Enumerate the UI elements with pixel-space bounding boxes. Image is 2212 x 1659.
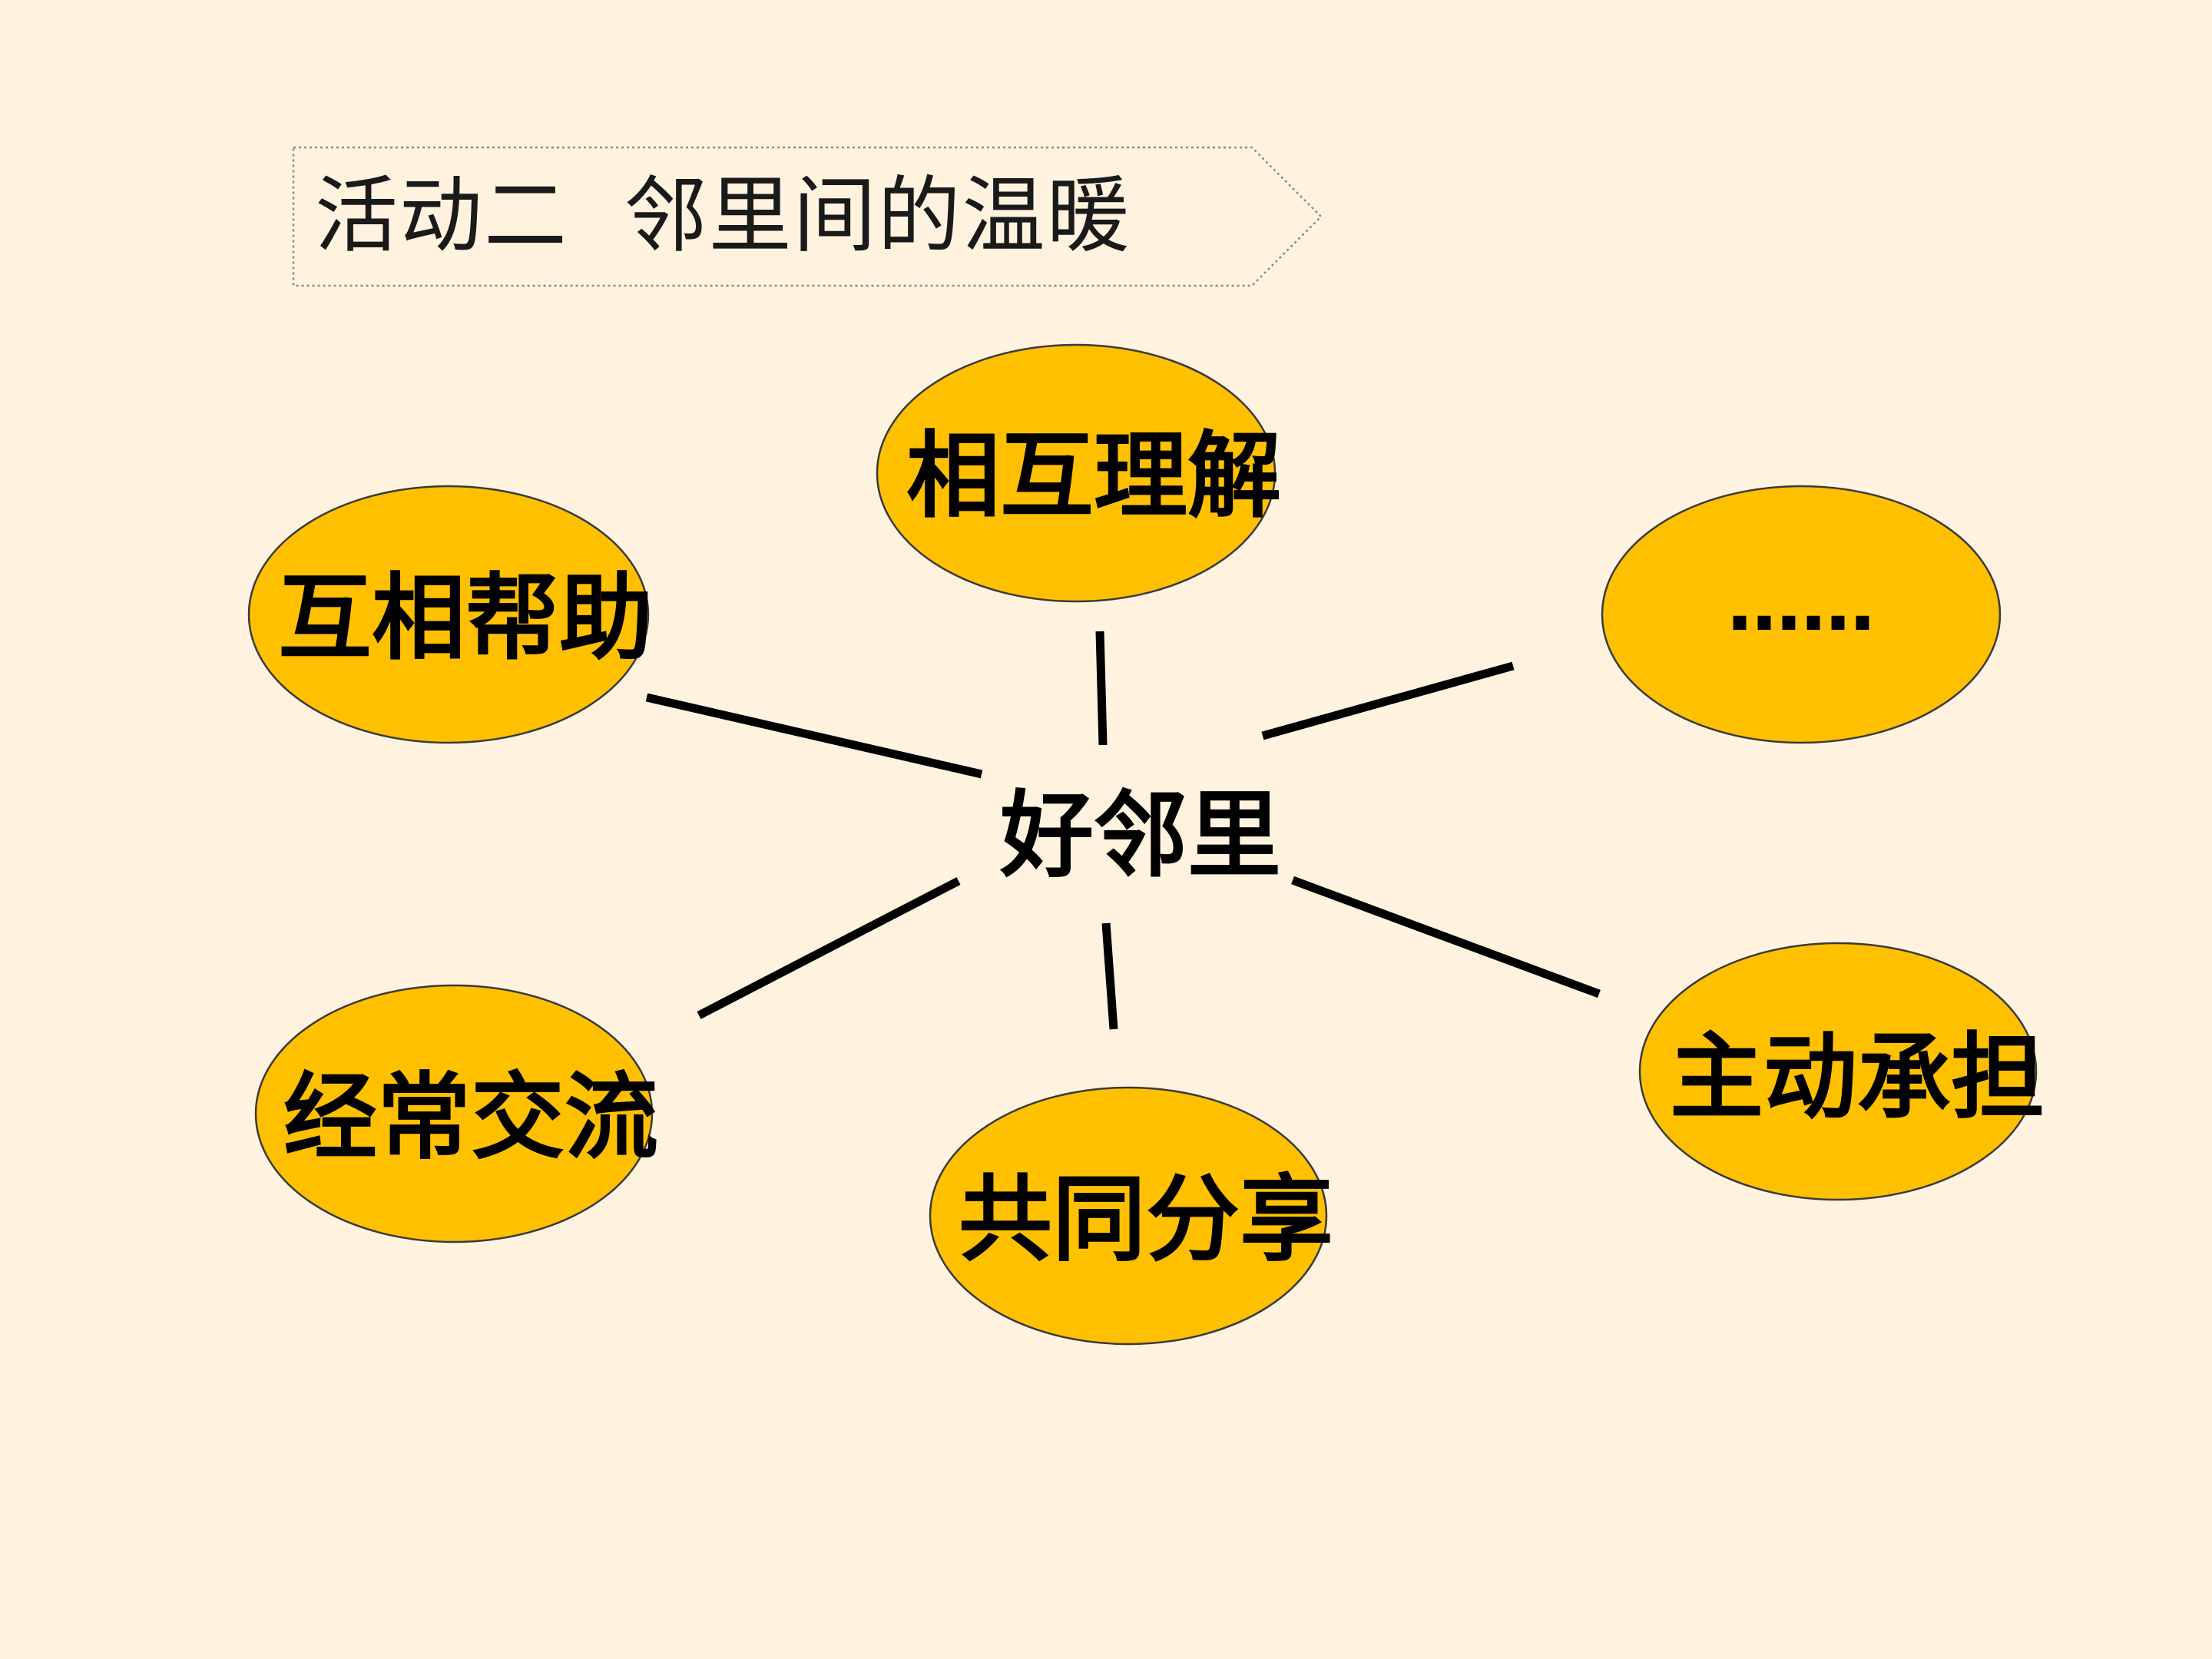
node-shape [1638, 942, 2038, 1201]
connector-sharing-together [1101, 922, 1118, 1030]
node-label: 共同分享 [959, 1165, 1333, 1274]
title-banner-shape [292, 146, 1323, 287]
node-shape [254, 984, 654, 1243]
title-banner: 活动二 邻里间的温暖 [292, 146, 1324, 287]
node-frequent-communication: 经常交流 [254, 984, 658, 1243]
node-shape [247, 485, 650, 744]
node-shape [1601, 485, 2002, 744]
connector-mutual-help [645, 693, 983, 779]
connector-lines [645, 631, 1601, 1030]
connector-frequent-communication [697, 877, 961, 1019]
node-label: 相互理解 [906, 422, 1281, 531]
page-title: 活动二 邻里间的温暖 [315, 168, 1131, 264]
connector-take-initiative [1291, 876, 1601, 998]
node-shape [876, 343, 1277, 603]
node-mutual-help: 互相帮助 [247, 485, 653, 744]
node-sharing-together: 共同分享 [929, 1086, 1333, 1346]
node-label: 经常交流 [283, 1063, 658, 1172]
node-label: 主动承担 [1670, 1023, 2045, 1132]
connector-mutual-understanding [1095, 631, 1108, 746]
node-mutual-understanding: 相互理解 [876, 343, 1281, 603]
connector-more [1261, 661, 1515, 740]
node-label: 互相帮助 [278, 564, 653, 673]
node-shape [929, 1086, 1328, 1346]
center-label: 好邻里 [999, 781, 1281, 890]
node-more: …… [1601, 485, 2002, 744]
node-label: …… [1727, 561, 1875, 647]
node-take-initiative: 主动承担 [1638, 942, 2045, 1201]
